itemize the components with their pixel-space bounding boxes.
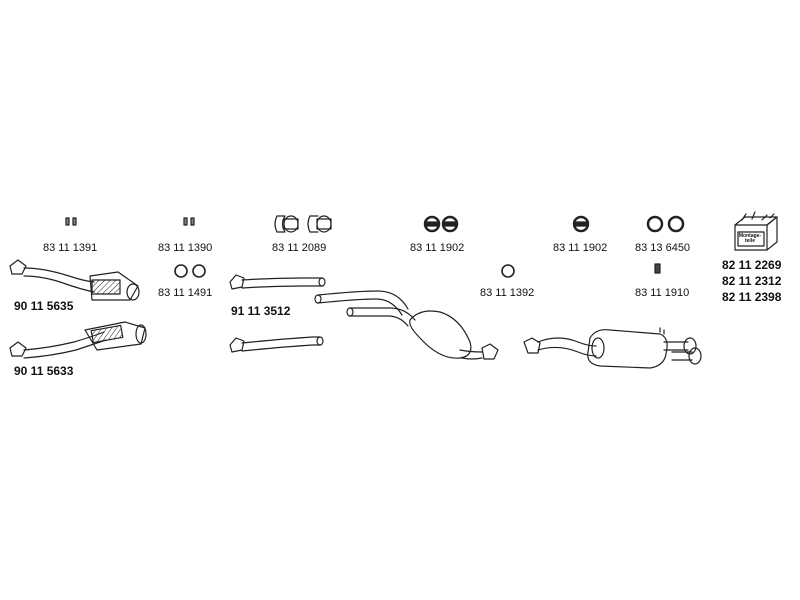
mounting-kit-box-icon [734, 211, 778, 251]
o-ring-pair-icon [174, 264, 206, 278]
clamp-pair-icon [183, 217, 195, 226]
o-ring-icon [501, 264, 515, 278]
part-number-label: 82 11 2269 [722, 258, 782, 272]
kit-box-label: Montage- teile [738, 233, 762, 244]
bolt-icon [654, 263, 661, 274]
part-number-label: 83 11 1491 [158, 287, 213, 299]
part-number-label: 91 11 3512 [231, 304, 291, 318]
part-number-label: 90 11 5635 [14, 299, 74, 313]
o-ring-pair-icon [646, 215, 685, 233]
part-number-label: 90 11 5633 [14, 364, 74, 378]
rear-silencer-icon [523, 327, 702, 369]
part-number-label: 83 11 1391 [43, 242, 98, 254]
part-number-label: 83 11 1902 [553, 242, 608, 254]
intermediate-pipe-icon [229, 336, 324, 353]
center-silencer-icon [314, 290, 499, 360]
part-number-label: 82 11 2312 [722, 274, 782, 288]
part-number-label: 83 11 1390 [158, 242, 213, 254]
front-pipe-catalyst-icon [9, 321, 147, 359]
rubber-hanger-pair-icon [423, 215, 459, 233]
part-number-label: 83 11 2089 [272, 242, 327, 254]
clamp-pair-icon [65, 217, 77, 226]
part-number-label: 83 11 1910 [635, 287, 690, 299]
part-number-label: 82 11 2398 [722, 290, 782, 304]
part-number-label: 83 11 1902 [410, 242, 465, 254]
u-clamp-pair-icon [274, 215, 332, 233]
front-pipe-catalyst-icon [9, 259, 140, 301]
intermediate-pipe-icon [229, 274, 326, 290]
rubber-hanger-icon [572, 215, 590, 233]
part-number-label: 83 11 1392 [480, 287, 535, 299]
part-number-label: 83 13 6450 [635, 242, 691, 254]
